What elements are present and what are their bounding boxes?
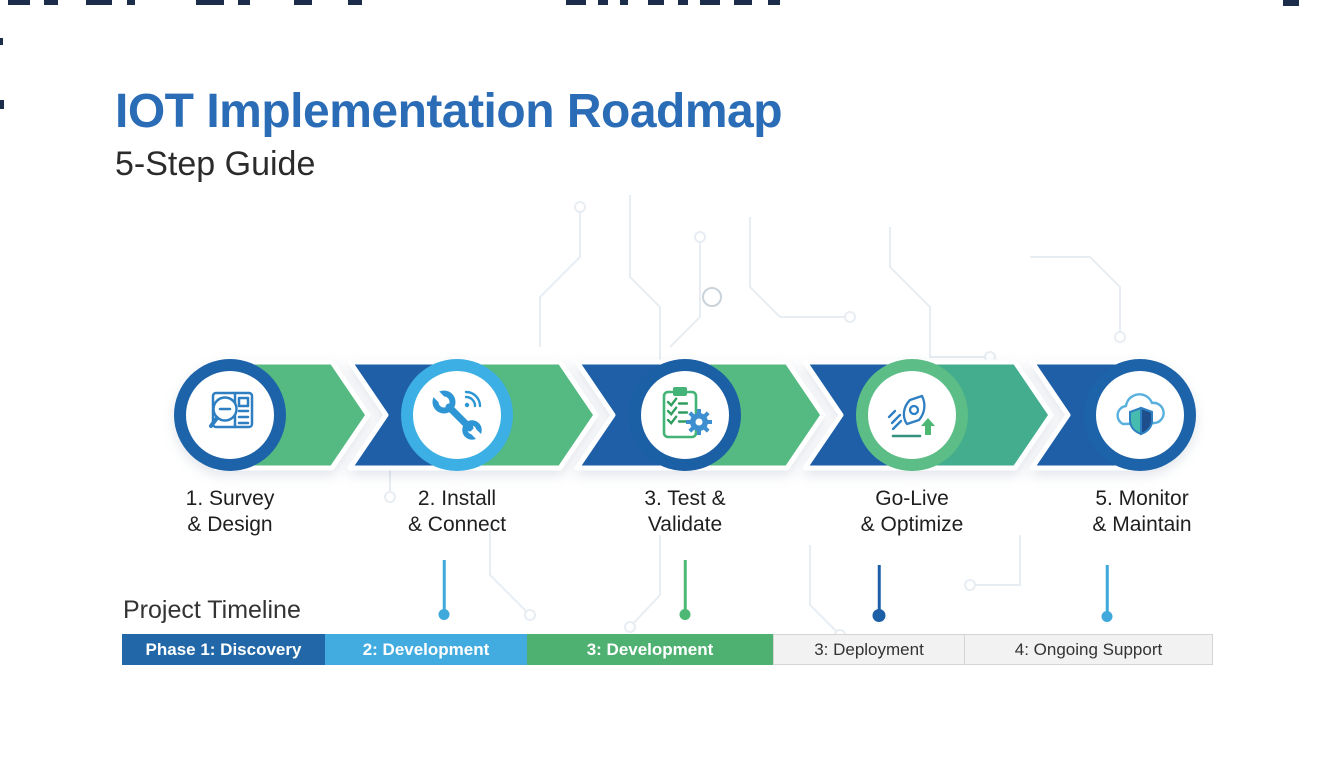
step-label-3: 3. Test & Validate <box>595 486 775 538</box>
connector-step-5 <box>1101 565 1113 622</box>
magnifier-document-icon <box>209 391 254 429</box>
cloud-shield-icon <box>1116 393 1165 436</box>
header: IOT Implementation Roadmap 5-Step Guide <box>115 85 783 184</box>
timeline-phase-3: 3: Development <box>527 634 773 665</box>
connector-step-2 <box>438 560 450 620</box>
step-5-line-1: 5. Monitor <box>1095 487 1189 510</box>
step-5-line-2: & Maintain <box>1092 513 1192 536</box>
step-4-line-2: & Optimize <box>860 513 964 536</box>
timeline-phase-1: Phase 1: Discovery <box>122 634 325 665</box>
step-2-line-2: & Connect <box>407 513 507 536</box>
wrench-wifi-icon <box>431 389 484 442</box>
project-timeline-bar: Phase 1: Discovery 2: Development 3: Dev… <box>122 634 1213 665</box>
step-3-line-1: 3. Test & <box>644 487 726 510</box>
step-label-4: Go-Live & Optimize <box>822 486 1002 538</box>
connector-step-4 <box>872 565 886 622</box>
timeline-phase-2: 2: Development <box>325 634 527 665</box>
step-4-line-1: Go-Live <box>875 487 949 510</box>
timeline-title: Project Timeline <box>123 596 301 624</box>
step-label-5: 5. Monitor & Maintain <box>1052 486 1232 538</box>
connector-step-3 <box>679 560 691 620</box>
rocket-launch-icon <box>887 394 935 438</box>
step-2-line-1: 2. Install <box>417 487 497 510</box>
step-label-1: 1. Survey & Design <box>140 486 320 538</box>
page-title: IOT Implementation Roadmap <box>115 85 783 138</box>
step-3-line-2: Validate <box>647 513 723 536</box>
timeline-phase-4: 3: Deployment <box>773 634 965 665</box>
step-label-2: 2. Install & Connect <box>367 486 547 538</box>
roadmap-chevron-band <box>174 359 1196 471</box>
page-subtitle: 5-Step Guide <box>115 144 316 183</box>
timeline-phase-5: 4: Ongoing Support <box>965 634 1213 665</box>
clipboard-checklist-gear-icon <box>662 387 712 439</box>
step-1-line-2: & Design <box>187 513 273 536</box>
step-1-line-1: 1. Survey <box>185 487 275 510</box>
